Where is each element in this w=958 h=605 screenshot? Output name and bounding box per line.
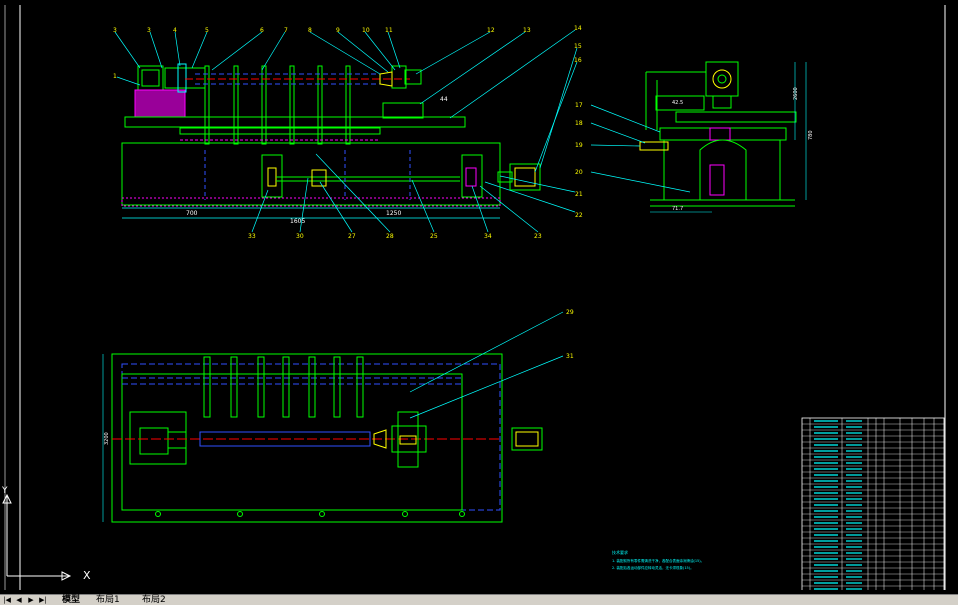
callout-34: 34	[484, 233, 492, 240]
callout-8: 8	[308, 27, 312, 34]
cad-drawing: 3 3 4 5 6 7 8 9 10 11 12 13 14 15 16 1 3…	[2, 5, 946, 590]
side-view-arch	[699, 139, 747, 200]
parts-list-table	[801, 417, 945, 590]
callout-5: 5	[205, 27, 209, 34]
callout-30: 30	[296, 233, 304, 240]
table-top	[124, 116, 466, 128]
coupling-left	[164, 67, 206, 89]
nav-next-button[interactable]: ▶	[28, 596, 34, 604]
callout-4: 4	[173, 27, 177, 34]
callout-20: 20	[575, 169, 583, 176]
callout-28: 28	[386, 233, 394, 240]
left-motor-base-hatch	[135, 90, 185, 117]
side-view	[590, 61, 807, 213]
callout-25: 25	[430, 233, 438, 240]
callout-19: 19	[575, 142, 583, 149]
side-view-dimensions: 42.5 71.7 2600 780	[672, 87, 814, 212]
note-2: 2. 装配后各运动部件应转动灵活，无卡滞现象(15)。	[612, 565, 694, 570]
technical-notes: 技术要求 1. 装配前所有零件需清洗干净，各配合表面涂润滑油(15)。 2. 装…	[612, 549, 704, 570]
note-1: 1. 装配前所有零件需清洗干净，各配合表面涂润滑油(15)。	[612, 558, 704, 563]
plan-view-callouts: 29 31	[566, 309, 574, 360]
parts-table-line	[801, 417, 945, 590]
nav-last-button[interactable]: ▶|	[39, 596, 47, 604]
callout-23: 23	[534, 233, 542, 240]
callout-31: 31	[566, 353, 574, 360]
callout-14: 14	[574, 25, 582, 32]
tab-layout1[interactable]: 布局1	[96, 595, 120, 605]
dim-44: 44	[440, 96, 448, 103]
callout-3b: 3	[147, 27, 151, 34]
callout-16: 16	[574, 57, 582, 64]
nav-prev-button[interactable]: ◀	[16, 596, 22, 604]
dim-71-7: 71.7	[672, 206, 683, 212]
front-view	[114, 29, 578, 233]
callout-27: 27	[348, 233, 356, 240]
ucs-x-label: X	[83, 569, 91, 582]
dim-1605: 1605	[290, 218, 305, 225]
front-view-dimensions: 700 1605 1250 44	[186, 96, 448, 225]
callout-17: 17	[575, 102, 583, 109]
ucs-icon	[2, 493, 72, 581]
callout-10: 10	[362, 27, 370, 34]
dim-1250: 1250	[386, 210, 401, 217]
side-view-callouts: 17 18 19 20 21 22	[575, 102, 583, 219]
layout-tab-bar: |◀ ◀ ▶ ▶| 模型 布局1 布局2	[0, 594, 958, 605]
tab-model[interactable]: 模型	[62, 595, 81, 605]
dim-700: 700	[186, 210, 198, 217]
callout-21: 21	[575, 191, 583, 198]
callout-1: 1	[113, 73, 117, 80]
main-tank	[121, 142, 501, 206]
notes-title: 技术要求	[612, 549, 628, 555]
callout-33: 33	[248, 233, 256, 240]
callout-12: 12	[487, 27, 495, 34]
callout-7: 7	[284, 27, 288, 34]
dim-42-5: 42.5	[672, 100, 683, 106]
callout-6: 6	[260, 27, 264, 34]
side-view-table	[659, 127, 787, 141]
callout-29: 29	[566, 309, 574, 316]
tab-layout2[interactable]: 布局2	[142, 595, 166, 605]
model-space-viewport[interactable]: 3 3 4 5 6 7 8 9 10 11 12 13 14 15 16 1 3…	[0, 0, 958, 590]
plan-view	[102, 311, 564, 523]
callout-22: 22	[575, 212, 583, 219]
side-view-motor	[705, 61, 739, 97]
dim-3200: 3200	[104, 432, 110, 445]
callout-9: 9	[336, 27, 340, 34]
callout-18: 18	[575, 120, 583, 127]
nav-first-button[interactable]: |◀	[3, 596, 11, 604]
plan-outer-frame	[111, 353, 503, 523]
ucs-y-label: Y	[2, 486, 8, 496]
right-motor	[509, 163, 541, 191]
callout-3a: 3	[113, 27, 117, 34]
dim-780: 780	[808, 130, 814, 140]
dim-2600: 2600	[793, 87, 799, 100]
callout-15: 15	[574, 43, 582, 50]
vertical-plates	[204, 65, 351, 145]
callout-11: 11	[385, 27, 393, 34]
callout-13: 13	[523, 27, 531, 34]
front-view-callouts: 3 3 4 5 6 7 8 9 10 11 12 13 14 15 16 1 3…	[113, 25, 582, 240]
